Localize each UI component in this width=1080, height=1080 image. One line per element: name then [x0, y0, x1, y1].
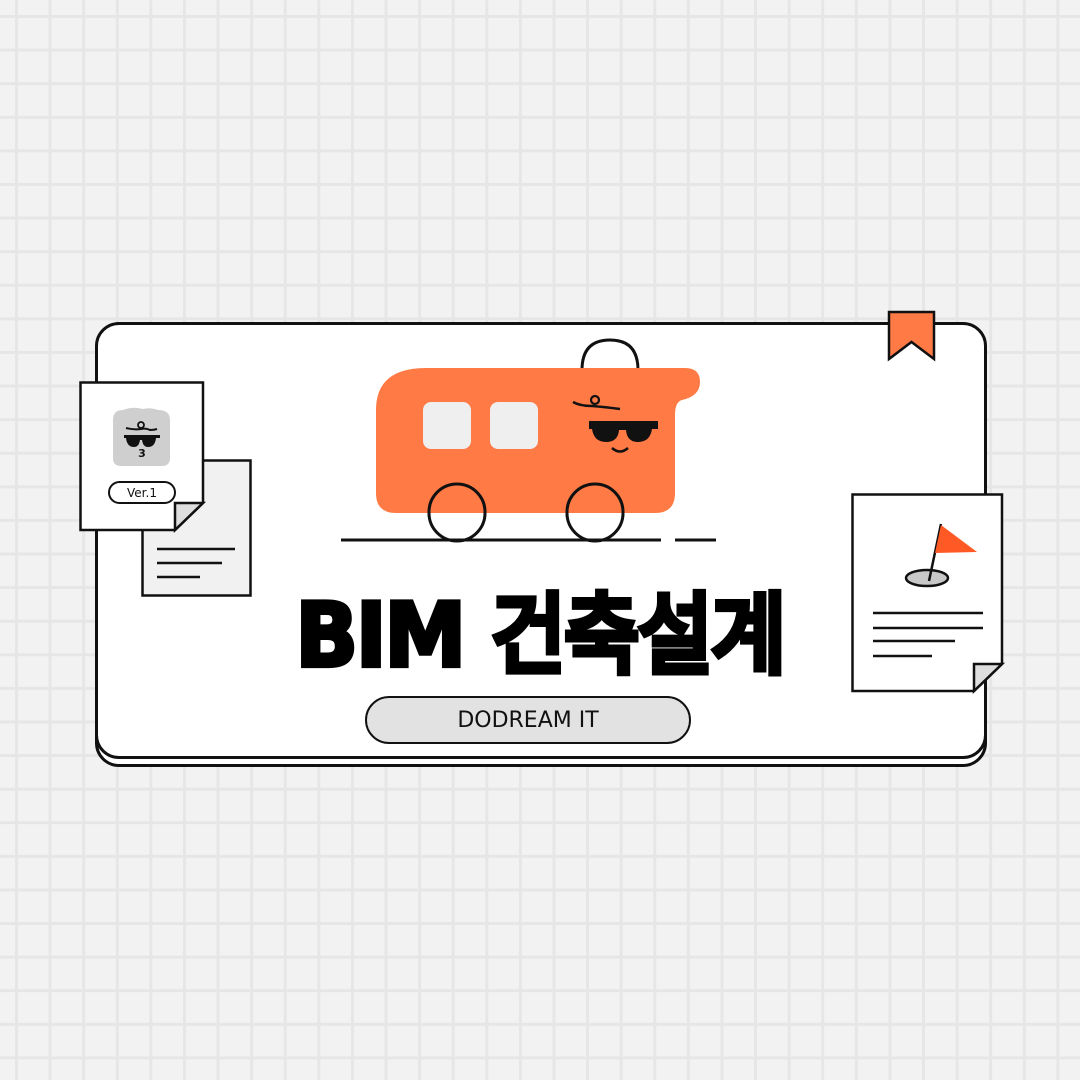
brand-pill: DODREAM IT — [365, 696, 691, 744]
bus-face-icon — [572, 394, 658, 453]
version-badge: Ver.1 — [108, 481, 176, 504]
svg-text:3: 3 — [138, 447, 146, 460]
avatar-sunglasses-icon: 3 — [113, 407, 170, 466]
version-document: 3 — [79, 381, 207, 533]
page-title: BIM 건축설계 — [294, 585, 789, 688]
flag-icon — [904, 523, 977, 588]
bookmark-icon — [887, 310, 936, 362]
bus-illustration — [341, 338, 716, 543]
flag-document — [851, 493, 1006, 694]
